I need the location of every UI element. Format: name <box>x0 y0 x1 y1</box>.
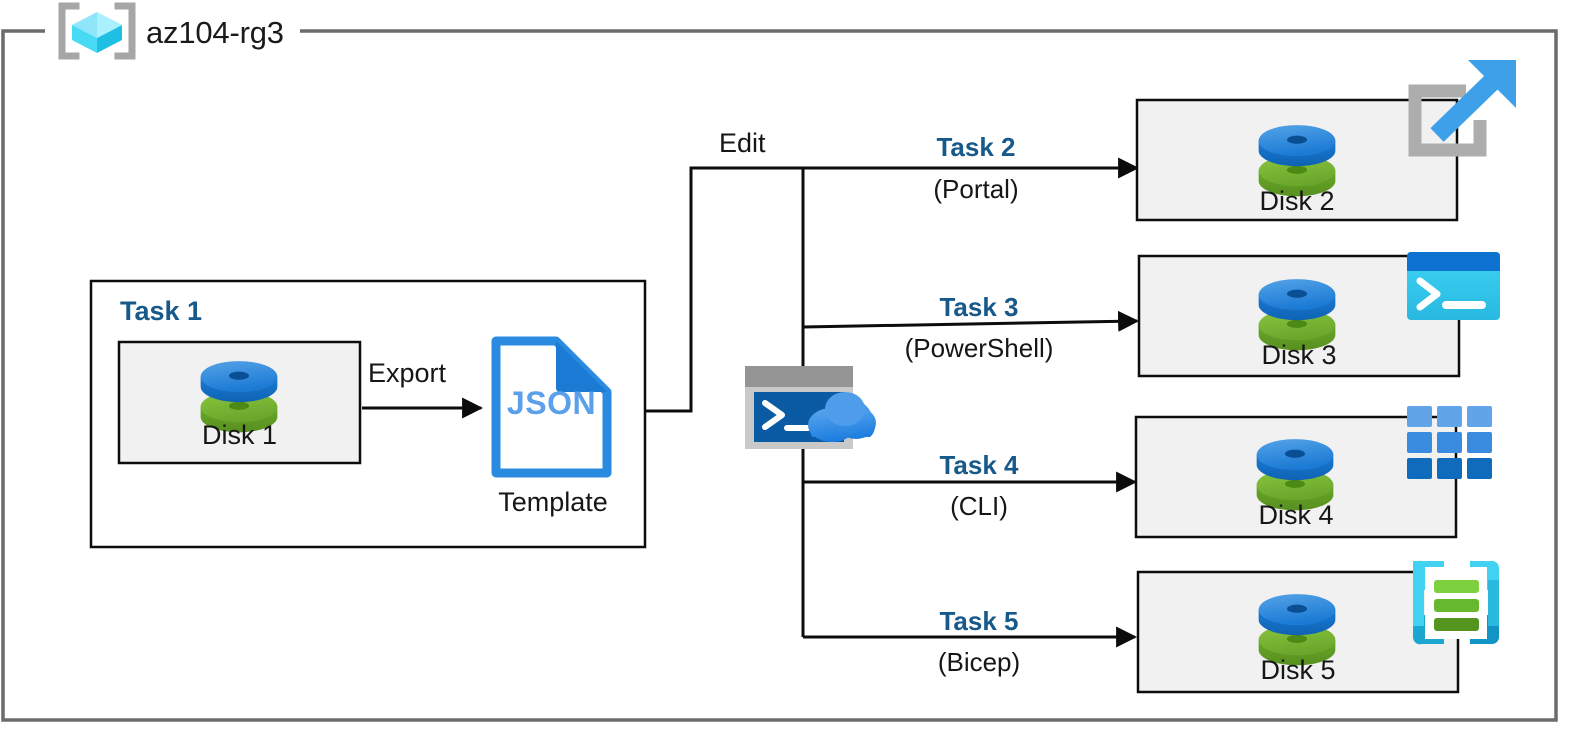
cli-icon <box>1407 406 1492 479</box>
disk4-caption: Disk 4 <box>1258 500 1334 530</box>
task-2-method: (Portal) <box>933 174 1019 204</box>
task-4-label: Task 4 <box>939 450 1019 480</box>
task-5-label: Task 5 <box>939 606 1019 636</box>
disk2-caption: Disk 2 <box>1259 186 1335 216</box>
resource-group-frame <box>1 29 1558 722</box>
powershell-icon <box>1407 252 1500 320</box>
export-label: Export <box>368 358 447 388</box>
template-to-trunk-connector <box>645 166 1135 413</box>
json-template-icon <box>491 336 612 478</box>
bicep-icon <box>1412 560 1499 645</box>
task-3-label: Task 3 <box>939 292 1019 322</box>
task-4-method: (CLI) <box>950 491 1008 521</box>
portal-icon <box>1408 60 1516 157</box>
disk1-caption: Disk 1 <box>201 420 277 450</box>
json-label: JSON <box>506 385 597 421</box>
task-2-label: Task 2 <box>936 132 1016 162</box>
disk5-caption: Disk 5 <box>1260 655 1336 685</box>
cloud-shell-icon <box>745 366 876 449</box>
resource-group-name: az104-rg3 <box>146 15 284 50</box>
task-3-method: (PowerShell) <box>904 333 1054 363</box>
task-3-arrow <box>802 310 1140 332</box>
task-5-method: (Bicep) <box>937 647 1021 677</box>
template-caption: Template <box>498 487 608 517</box>
task1-group-box <box>89 279 647 549</box>
resource-group-icon <box>58 2 136 60</box>
task1-heading: Task 1 <box>120 296 203 326</box>
disk3-caption: Disk 3 <box>1261 340 1337 370</box>
edit-label: Edit <box>719 128 766 158</box>
